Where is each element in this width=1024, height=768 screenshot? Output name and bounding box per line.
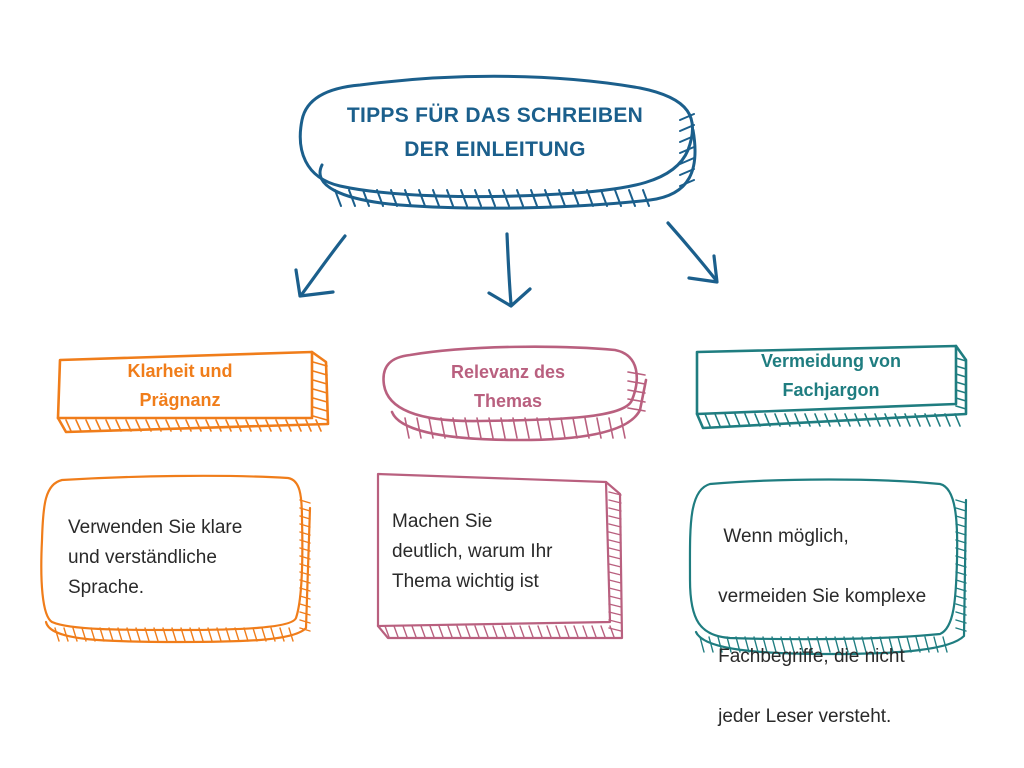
body-box-klarheit [40, 474, 312, 644]
body-vermeidung-line-2: vermeiden Sie komplexe [718, 586, 927, 607]
title-shape [298, 74, 697, 210]
heading-klarheit-line-2: Prägnanz [139, 390, 221, 410]
body-klarheit-line-3: Sprache. [68, 577, 145, 598]
body-vermeidung-line-3: Fachbegriffe, die nicht [718, 646, 905, 667]
diagram-title: TIPPS FÜR DAS SCHREIBEN DER EINLEITUNG [310, 98, 680, 168]
body-klarheit-line-1: Verwenden Sie klare [68, 517, 243, 538]
heading-relevanz-line-2: Themas [473, 391, 543, 411]
title-line-2: DER EINLEITUNG [404, 138, 586, 161]
arrow-center [487, 232, 532, 308]
heading-relevanz-line-1: Relevanz des [450, 362, 566, 382]
title-line-1: TIPPS FÜR DAS SCHREIBEN [346, 104, 644, 127]
heading-box-klarheit [56, 350, 330, 434]
body-text-relevanz: Machen Sie deutlich, warum Ihr Thema wic… [392, 507, 602, 607]
body-klarheit-line-2: und verständliche [68, 547, 217, 568]
heading-vermeidung-line-2: Fachjargon [782, 380, 880, 400]
body-text-klarheit: Verwenden Sie klare und verständliche Sp… [68, 513, 293, 613]
heading-relevanz: Relevanz des Themas [392, 358, 624, 416]
arrow-right [666, 221, 719, 284]
body-relevanz-line-2: deutlich, warum Ihr [392, 541, 553, 562]
body-box-relevanz [376, 472, 624, 640]
heading-box-relevanz [382, 345, 648, 442]
heading-box-vermeidung [695, 344, 968, 430]
body-vermeidung-line-1: Wenn möglich, [718, 526, 849, 547]
body-vermeidung-line-4: jeder Leser versteht. [718, 706, 892, 727]
arrow-left [294, 234, 347, 298]
heading-vermeidung: Vermeidung von Fachjargon [702, 346, 960, 406]
heading-klarheit: Klarheit und Prägnanz [64, 357, 296, 415]
body-relevanz-line-3: Thema wichtig ist [392, 571, 539, 592]
heading-klarheit-line-1: Klarheit und [127, 361, 233, 381]
body-box-vermeidung [688, 478, 968, 656]
body-text-vermeidung: Wenn möglich, vermeiden Sie komplexe Fac… [697, 492, 962, 727]
heading-vermeidung-line-1: Vermeidung von [760, 351, 902, 371]
body-relevanz-line-1: Machen Sie [392, 511, 493, 532]
